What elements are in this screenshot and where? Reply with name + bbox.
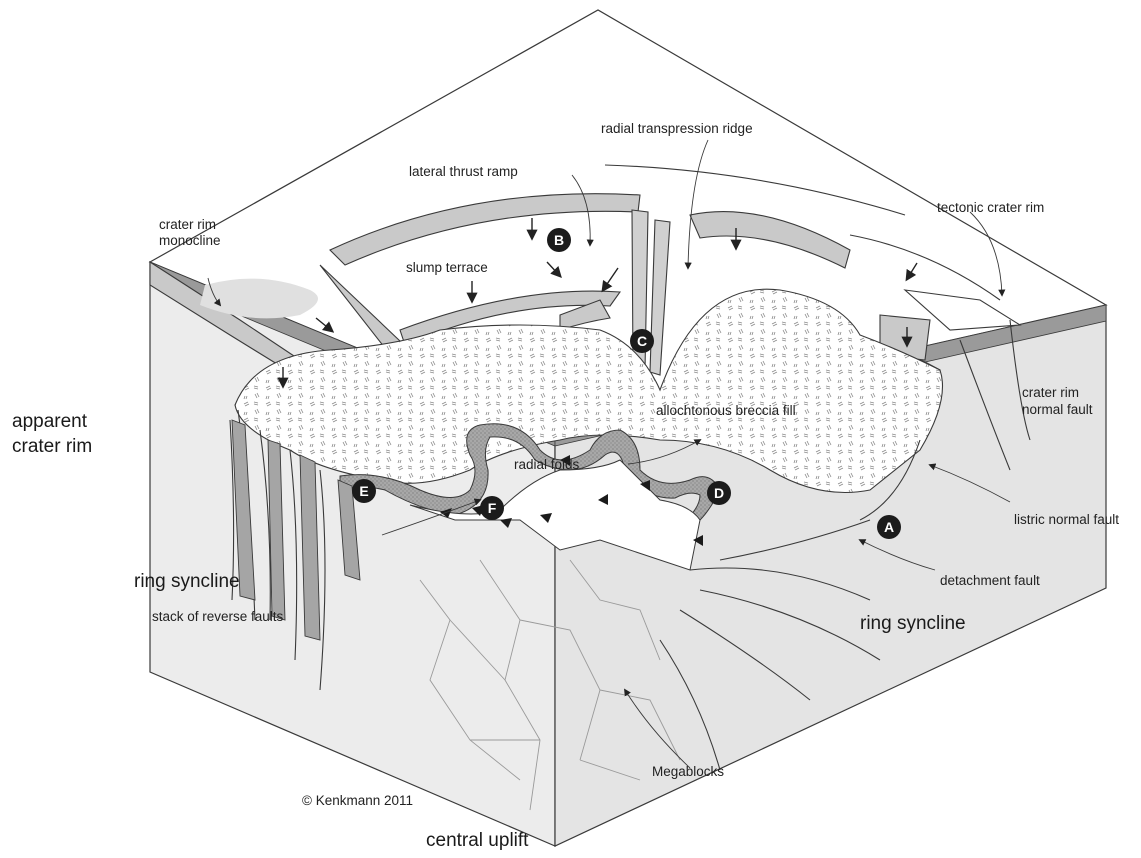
marker-d: D <box>707 481 731 505</box>
marker-b: B <box>547 228 571 252</box>
label-slump-terrace: slump terrace <box>406 260 488 276</box>
label-listric-normal-fault: listric normal fault <box>1014 512 1119 528</box>
label-detachment-fault: detachment fault <box>940 573 1040 589</box>
label-ring-syncline-left: ring syncline <box>134 571 240 593</box>
label-ring-syncline-right: ring syncline <box>860 613 966 635</box>
label-apparent-crater-rim-2: crater rim <box>12 436 92 458</box>
label-crater-rim-monocline-2: monocline <box>159 233 221 249</box>
label-radial-folds: radial folds <box>514 457 579 473</box>
label-crater-rim-normal-fault-1: crater rim <box>1022 385 1079 401</box>
label-central-uplift: central uplift <box>426 830 528 852</box>
label-apparent-crater-rim-1: apparent <box>12 411 87 433</box>
marker-c: C <box>630 329 654 353</box>
marker-a: A <box>877 515 901 539</box>
marker-f: F <box>480 496 504 520</box>
label-allochtonous-breccia-fill: allochtonous breccia fill <box>656 403 796 419</box>
label-copyright: © Kenkmann 2011 <box>302 793 413 809</box>
marker-e: E <box>352 479 376 503</box>
label-radial-transpression-ridge: radial transpression ridge <box>601 121 753 137</box>
label-lateral-thrust-ramp: lateral thrust ramp <box>409 164 518 180</box>
label-tectonic-crater-rim: tectonic crater rim <box>937 200 1044 216</box>
label-megablocks: Megablocks <box>652 764 724 780</box>
label-crater-rim-normal-fault-2: normal fault <box>1022 402 1093 418</box>
label-crater-rim-monocline-1: crater rim <box>159 217 216 233</box>
label-stack-of-reverse-faults: stack of reverse faults <box>152 609 283 625</box>
